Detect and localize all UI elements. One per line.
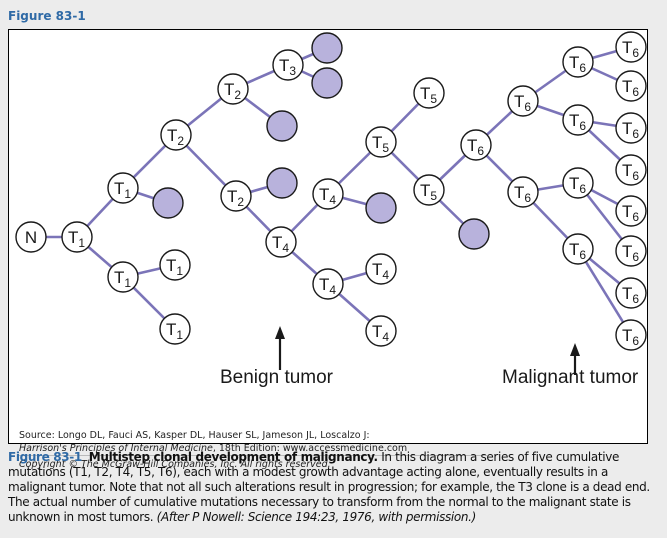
node-label: T5 [372,133,389,155]
clone-node-t4: T4 [265,226,297,258]
node-label: T6 [622,161,639,183]
copyright: Copyright © The McGraw-Hill Companies, I… [19,459,331,470]
caption-credit: (After P Nowell: Science 194:23, 1976, w… [156,510,477,524]
node-label: T6 [514,92,531,114]
node-label: T4 [272,233,289,255]
dead-end-clone-node [311,67,343,99]
clone-node-t6: T6 [615,235,647,267]
clone-node-t6: T6 [615,112,647,144]
node-label: T5 [420,84,437,106]
clone-node-t1: T1 [61,221,93,253]
node-label: T2 [227,187,244,209]
node-label: T4 [319,185,336,207]
dead-end-clone-node [152,187,184,219]
clone-node-t4: T4 [365,253,397,285]
clone-node-t2: T2 [160,119,192,151]
clone-node-n: N [15,221,47,253]
clone-node-t6: T6 [615,31,647,63]
node-label: T6 [514,183,531,205]
clone-node-t6: T6 [562,104,594,136]
clone-node-t1: T1 [159,313,191,345]
clone-node-t6: T6 [615,319,647,351]
clone-node-t5: T5 [365,126,397,158]
dead-end-clone-node [458,218,490,250]
node-label: T6 [467,136,484,158]
node-label: T6 [569,174,586,196]
clone-node-t6: T6 [615,277,647,309]
clone-node-t4: T4 [365,315,397,347]
book-title: Harrison's Principles of Internal Medici… [19,443,213,454]
node-label: N [25,228,37,247]
clone-node-t6: T6 [562,167,594,199]
node-label: T1 [166,256,183,278]
clone-node-t6: T6 [615,195,647,227]
divider [17,455,487,456]
clone-node-t1: T1 [107,172,139,204]
node-label: T6 [622,119,639,141]
malignant-arrow [570,343,580,375]
caption-body: In this diagram a series of five cumulat… [8,450,650,524]
edge-g13-g15 [576,248,633,336]
dead-end-clone-node [365,192,397,224]
figure-caption: Figure 83-1 Multistep clonal development… [8,450,663,525]
node-label: T1 [114,268,131,290]
node-label: T5 [420,181,437,203]
source-line-2: Harrison's Principles of Internal Medici… [19,442,407,455]
edition-url: , 18th Edition: www.accessmedicine.com [212,443,408,454]
node-label: T6 [569,240,586,262]
dead-end-clone-node [266,110,298,142]
clone-node-t6: T6 [507,85,539,117]
benign-arrow [275,326,285,370]
node-label: T1 [68,228,85,250]
figure-title: Figure 83-1 [8,9,86,23]
clone-node-t6: T6 [562,233,594,265]
caption-figure-label: Figure 83-1 [8,450,82,464]
node-label: T3 [279,56,296,78]
clone-node-t4: T4 [312,178,344,210]
node-label: T6 [622,202,639,224]
clone-node-t1: T1 [159,249,191,281]
clone-node-t6: T6 [460,129,492,161]
clone-node-t6: T6 [507,176,539,208]
clone-node-t2: T2 [217,73,249,105]
node-label: T4 [372,260,389,282]
clone-node-t6: T6 [615,70,647,102]
benign-tumor-label: Benign tumor [220,367,334,388]
clone-node-t3: T3 [272,49,304,81]
node-label: T2 [224,80,241,102]
node-label: T6 [622,284,639,306]
clone-node-t6: T6 [615,154,647,186]
node-label: T6 [622,77,639,99]
node-label: T4 [372,322,389,344]
node-label: T6 [622,38,639,60]
clone-node-t6: T6 [562,46,594,78]
node-label: T6 [569,53,586,75]
clone-node-t5: T5 [413,174,445,206]
clone-node-t2: T2 [220,180,252,212]
node-label: T2 [167,126,184,148]
node-label: T6 [622,326,639,348]
node-label: T6 [622,242,639,264]
caption-title: Multistep clonal development of malignan… [88,450,378,464]
clone-node-t5: T5 [413,77,445,109]
dead-end-clone-node [311,32,343,64]
source-line-1: Source: Longo DL, Fauci AS, Kasper DL, H… [19,430,370,441]
dead-end-clone-node [266,167,298,199]
clone-node-t4: T4 [312,268,344,300]
node-label: T6 [569,111,586,133]
node-label: T4 [319,275,336,297]
node-label: T1 [114,179,131,201]
node-label: T1 [166,320,183,342]
clone-node-t1: T1 [107,261,139,293]
malignant-tumor-label: Malignant tumor [502,367,639,388]
